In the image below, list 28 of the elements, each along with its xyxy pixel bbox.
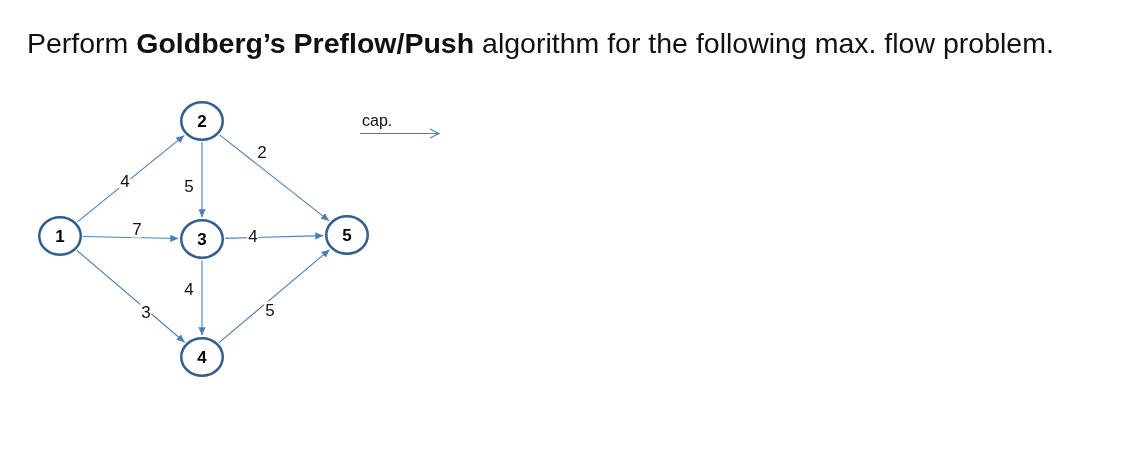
- node-circle: [180, 101, 224, 141]
- node-circle: [180, 337, 224, 377]
- arrow: [224, 232, 324, 240]
- arrow: [198, 259, 206, 336]
- arrow: [219, 134, 330, 222]
- edge-label: 7: [131, 220, 143, 238]
- edge-label: 3: [140, 303, 152, 321]
- arrow: [218, 249, 331, 344]
- title: Perform Goldberg’s Preflow/Push algorithm for the following max. flow problem.: [27, 27, 1054, 60]
- node-circle: [38, 216, 82, 256]
- arrow: [76, 134, 185, 223]
- edge-label: 4: [247, 227, 259, 245]
- node-number: 1: [55, 227, 65, 245]
- edge-label: 5: [183, 177, 195, 195]
- arrow: [198, 141, 206, 218]
- node-number: 4: [197, 348, 207, 366]
- node-number: 3: [197, 230, 207, 248]
- node-circle: [325, 215, 369, 255]
- edge-label: 5: [264, 301, 276, 319]
- node-number: 2: [197, 112, 207, 130]
- arrow: [82, 234, 179, 242]
- edge-label: 4: [183, 280, 195, 298]
- edge-label: 4: [119, 172, 131, 190]
- edge-label: 2: [256, 143, 268, 161]
- node-number: 5: [342, 226, 352, 244]
- arrow: [76, 249, 186, 343]
- node-circle: [180, 219, 224, 259]
- legend-label: cap.: [362, 113, 393, 129]
